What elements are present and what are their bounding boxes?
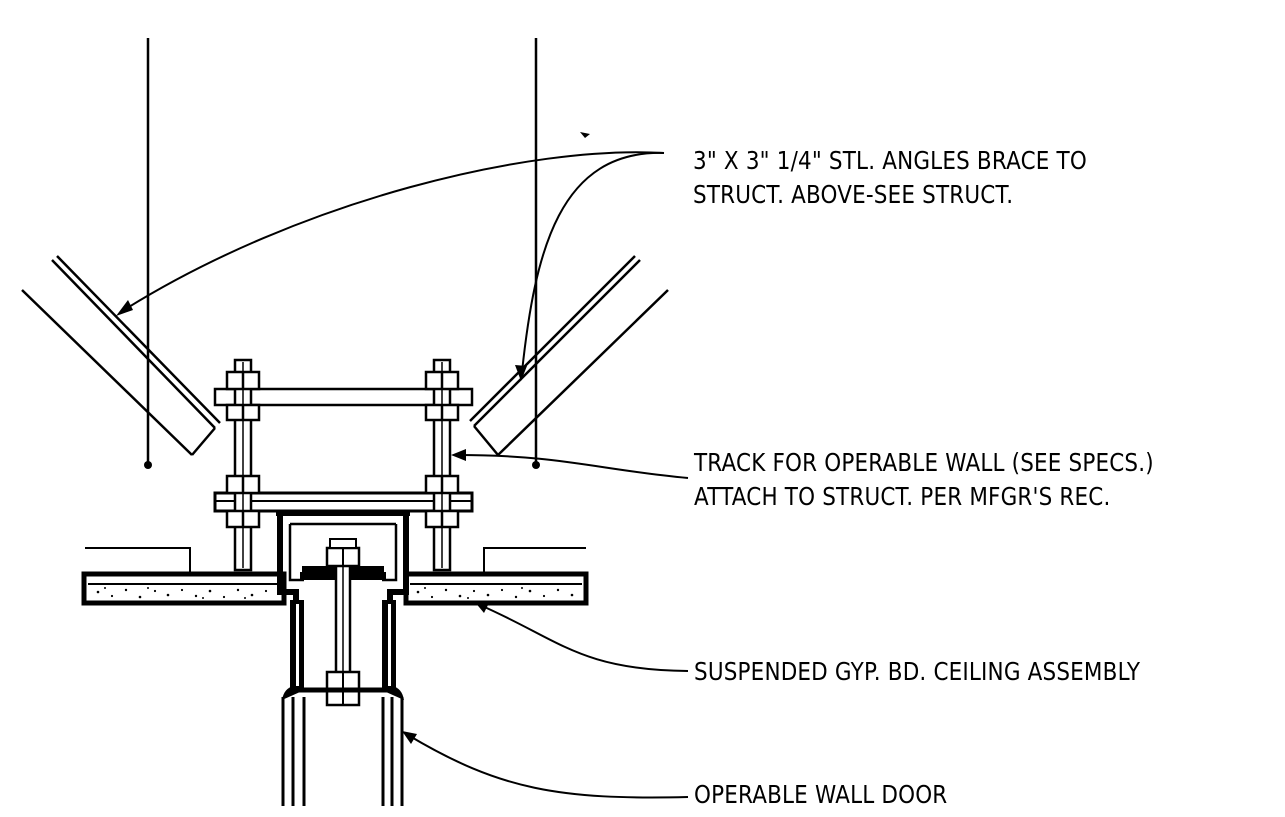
right-hanger-tie [532,461,540,469]
hanger-wires [144,38,540,469]
note-steel-angles-line2: STRUCT. ABOVE-SEE STRUCT. [693,180,1014,209]
left-threaded-rod [233,358,253,572]
note-track: TRACK FOR OPERABLE WALL (SEE SPECS.) ATT… [694,446,1154,514]
leader-track [457,454,689,479]
gyp-bd-ceiling-left [81,571,287,606]
hex-nuts [225,370,460,529]
note-door-line1: OPERABLE WALL DOOR [694,780,948,809]
left-hanger-tie [144,461,152,469]
leader-ceiling [479,604,689,672]
left-angle-brace [21,255,221,456]
note-steel-angles-line1: 3" X 3" 1/4" STL. ANGLES BRACE TO [693,146,1087,175]
leader-lines [116,132,689,799]
note-door: OPERABLE WALL DOOR [694,778,947,812]
gyp-bd-ceiling-right [403,571,589,606]
trolley-bolt [325,538,361,707]
leader-door [407,734,689,799]
gyp-bd-ceiling [81,571,589,606]
right-threaded-rod [432,358,452,572]
note-ceiling: SUSPENDED GYP. BD. CEILING ASSEMBLY [694,655,1140,689]
note-track-line1: TRACK FOR OPERABLE WALL (SEE SPECS.) [694,448,1154,477]
ceiling-runners [85,547,586,574]
track-hanger-assembly [213,358,474,572]
note-ceiling-line1: SUSPENDED GYP. BD. CEILING ASSEMBLY [694,657,1141,686]
upper-clamp-plate [213,387,474,407]
leader-angles-left [123,151,665,311]
note-steel-angles: 3" X 3" 1/4" STL. ANGLES BRACE TO STRUCT… [693,144,1087,212]
right-angle-brace [469,255,669,456]
angle-braces [21,255,669,456]
operable-wall-door [281,600,404,806]
note-track-line2: ATTACH TO STRUCT. PER MFGR'S REC. [694,482,1111,511]
leader-angles-right [521,151,665,373]
